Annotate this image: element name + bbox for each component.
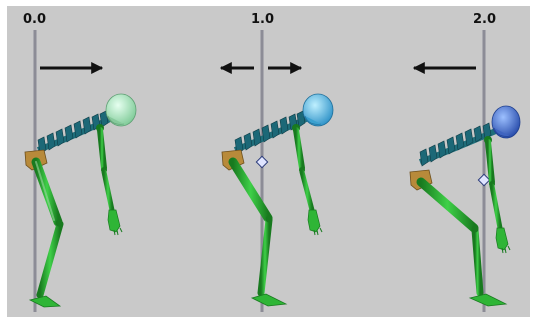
canvas-background	[7, 6, 530, 317]
skull	[303, 94, 333, 126]
skull	[106, 94, 136, 126]
label-middle: 1.0	[251, 12, 274, 27]
label-right: 2.0	[473, 12, 496, 27]
skull	[492, 106, 520, 138]
label-left: 0.0	[23, 12, 46, 27]
